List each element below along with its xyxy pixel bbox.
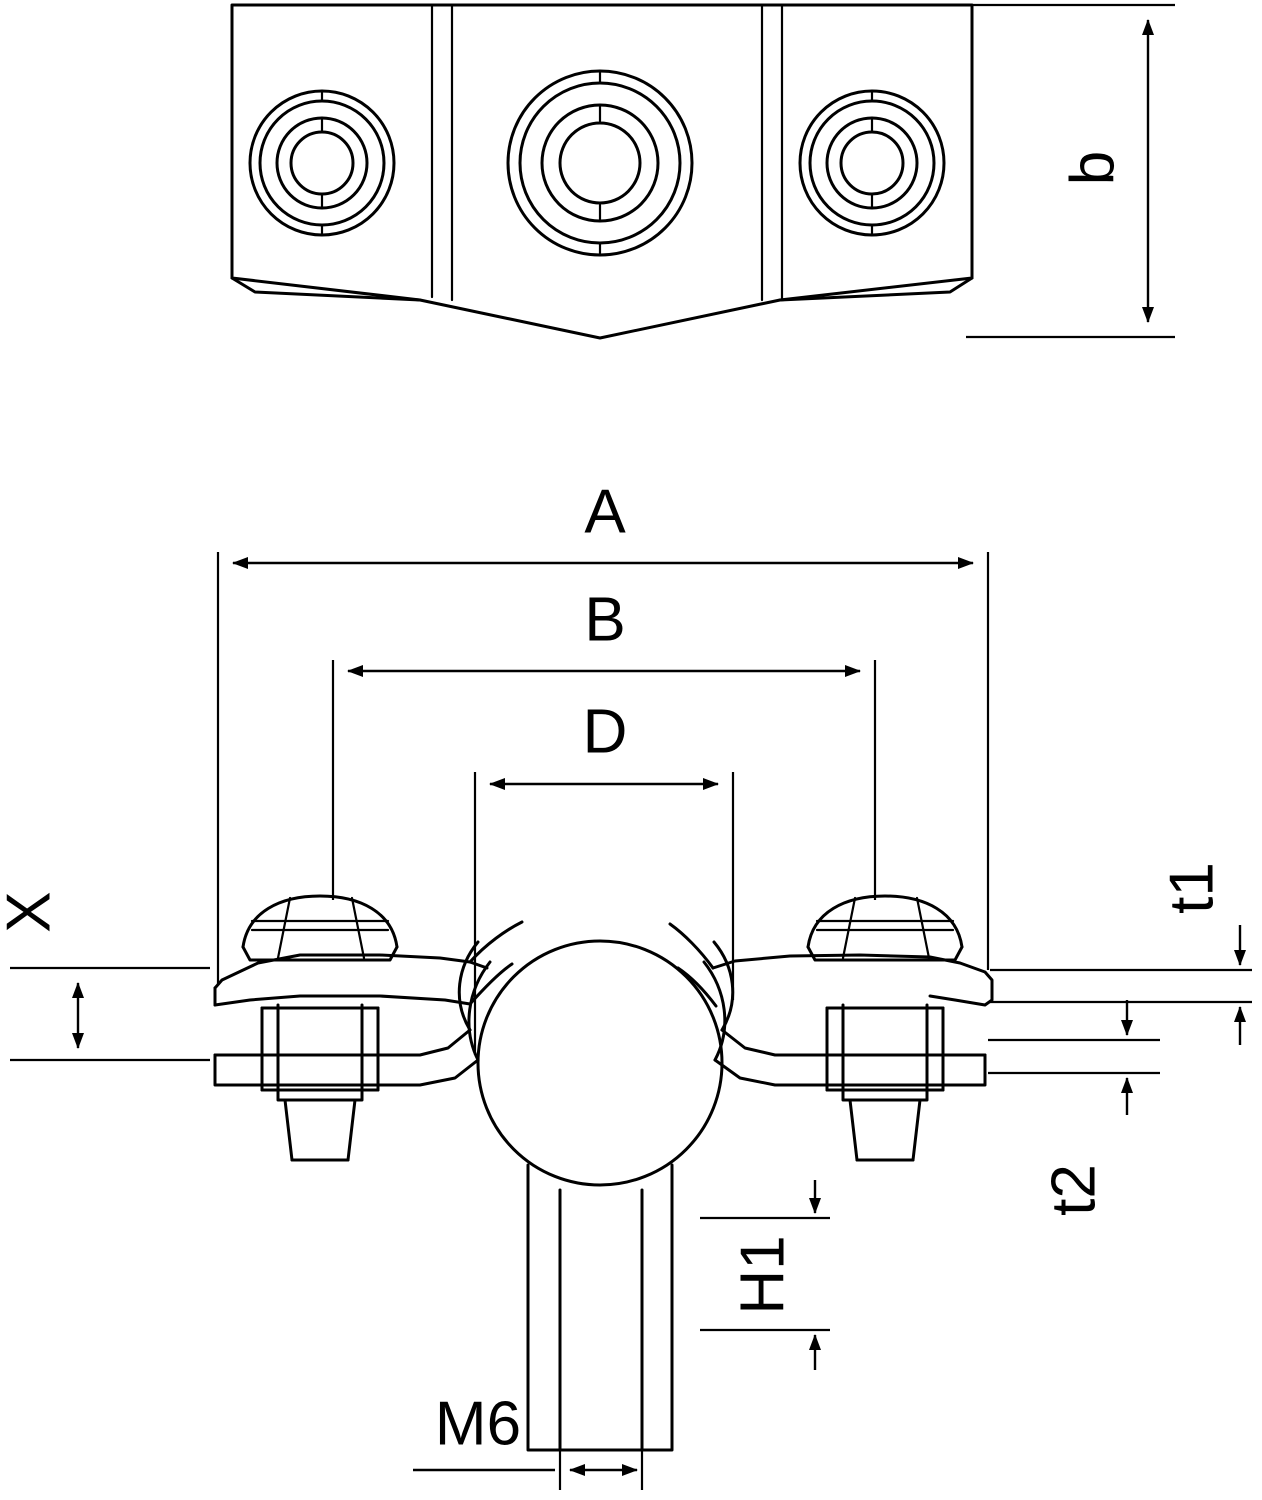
dimension-X xyxy=(10,966,210,1062)
label-M6: M6 xyxy=(435,1389,521,1458)
label-D: D xyxy=(583,697,628,766)
dimension-A xyxy=(216,552,990,985)
dimension-D xyxy=(473,772,735,1055)
dimension-B xyxy=(331,660,877,900)
dimension-M6 xyxy=(413,1410,644,1490)
label-B: B xyxy=(584,585,625,654)
dimension-t2 xyxy=(988,1000,1160,1115)
front-view-geometry xyxy=(213,894,994,1452)
dimension-b xyxy=(966,3,1175,339)
dimension-H1 xyxy=(700,1180,830,1370)
dimension-t1 xyxy=(990,925,1252,1045)
label-b: b xyxy=(1058,151,1127,185)
label-X: X xyxy=(0,891,63,932)
label-A: A xyxy=(584,477,626,546)
label-H1: H1 xyxy=(728,1235,797,1314)
top-view-geometry xyxy=(230,3,974,340)
label-t1: t1 xyxy=(1157,862,1226,914)
label-t2: t2 xyxy=(1039,1164,1108,1216)
